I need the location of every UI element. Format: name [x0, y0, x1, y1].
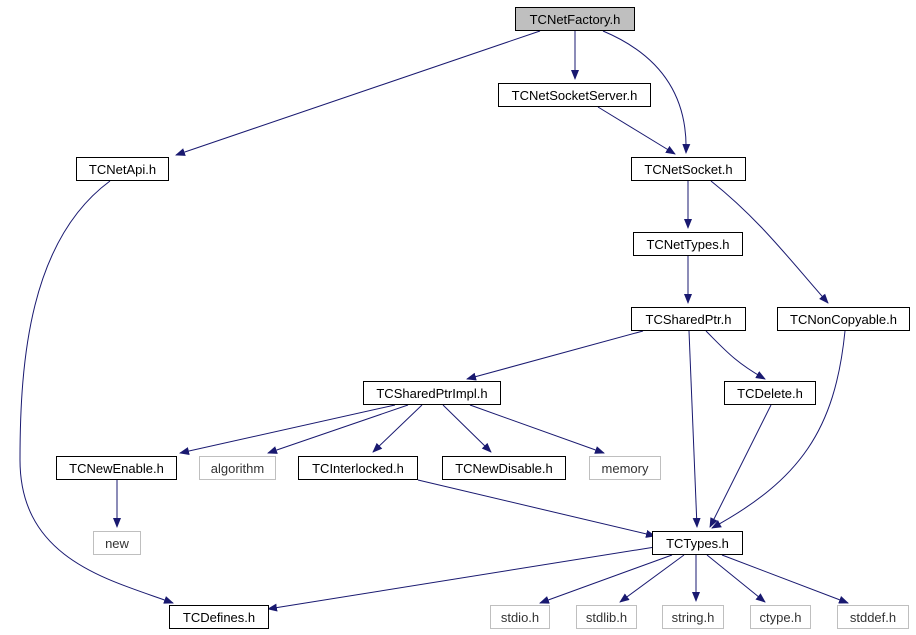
- edge-tctypes-to-stdlib: [619, 554, 685, 603]
- node-tctypes[interactable]: TCTypes.h: [652, 531, 743, 555]
- edge-tcsharedptrimpl-to-tcnewenable: [179, 404, 396, 455]
- edge-tctypes-to-stddef: [721, 554, 849, 604]
- node-tcnetapi[interactable]: TCNetApi.h: [76, 157, 169, 181]
- edge-tcsharedptr-to-tctypes: [688, 330, 701, 528]
- edge-tcnoncopyable-to-tctypes: [711, 330, 846, 529]
- edge-tcinterlocked-to-tctypes: [417, 479, 656, 538]
- node-tcinterlocked[interactable]: TCInterlocked.h: [298, 456, 418, 480]
- edge-tcsharedptrimpl-to-memory: [469, 404, 605, 454]
- node-algorithm: algorithm: [199, 456, 276, 480]
- edge-tcnetfactory-to-tcnetsocket: [602, 30, 691, 154]
- edge-tcsharedptrimpl-to-tcnewdisable: [442, 404, 492, 453]
- node-tcnetfactory[interactable]: TCNetFactory.h: [515, 7, 635, 31]
- node-new: new: [93, 531, 141, 555]
- edge-tctypes-to-ctype: [706, 554, 766, 603]
- node-stddef: stddef.h: [837, 605, 909, 629]
- edge-tcnetapi-to-tcdefines: [19, 180, 174, 604]
- node-tcsharedptr[interactable]: TCSharedPtr.h: [631, 307, 746, 331]
- edge-tcsharedptr-to-tcsharedptrimpl: [466, 330, 644, 381]
- edge-tcnetfactory-to-tcnetapi: [175, 30, 541, 156]
- node-memory: memory: [589, 456, 661, 480]
- node-stdio: stdio.h: [490, 605, 550, 629]
- node-tcnettypes[interactable]: TCNetTypes.h: [633, 232, 743, 256]
- node-tcsharedptrimpl[interactable]: TCSharedPtrImpl.h: [363, 381, 501, 405]
- edge-tcnetsocket-to-tcnoncopyable: [710, 180, 829, 304]
- edge-tcsharedptrimpl-to-algorithm: [267, 404, 409, 454]
- node-tcnoncopyable[interactable]: TCNonCopyable.h: [777, 307, 910, 331]
- node-stdlib: stdlib.h: [576, 605, 637, 629]
- node-tcnetsocketserver[interactable]: TCNetSocketServer.h: [498, 83, 651, 107]
- node-tcdelete[interactable]: TCDelete.h: [724, 381, 816, 405]
- node-tcnewdisable[interactable]: TCNewDisable.h: [442, 456, 566, 480]
- node-tcnewenable[interactable]: TCNewEnable.h: [56, 456, 177, 480]
- edge-tctypes-to-tcdefines: [267, 546, 656, 612]
- node-tcdefines[interactable]: TCDefines.h: [169, 605, 269, 629]
- node-tcnetsocket[interactable]: TCNetSocket.h: [631, 157, 746, 181]
- node-ctype: ctype.h: [750, 605, 811, 629]
- edge-tcsharedptr-to-tcdelete: [705, 330, 766, 380]
- edge-tcsharedptrimpl-to-tcinterlocked: [372, 404, 423, 453]
- edge-tcnetsocketserver-to-tcnetsocket: [597, 106, 676, 155]
- node-string: string.h: [662, 605, 724, 629]
- edge-tctypes-to-stdio: [539, 554, 673, 604]
- edge-tcdelete-to-tctypes: [709, 404, 772, 528]
